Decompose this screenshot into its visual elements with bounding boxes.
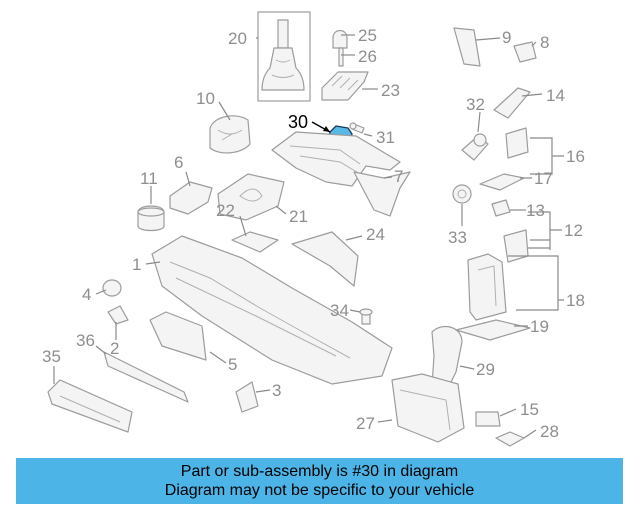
- callout-33: 33: [448, 228, 467, 247]
- part-17-rail: [479, 173, 525, 191]
- part-18-panel: [467, 253, 507, 321]
- part-19-tray: [455, 319, 531, 341]
- part-20-shift-boot-inset: [257, 11, 311, 102]
- part-34-bolt: [359, 308, 373, 325]
- part-4-knob: [102, 279, 122, 297]
- info-banner: Part or sub-assembly is #30 in diagram D…: [16, 458, 623, 504]
- callout-10: 10: [196, 89, 215, 108]
- callout-14: 14: [546, 86, 565, 105]
- part-22-plate: [231, 231, 279, 253]
- callout-1: 1: [132, 255, 141, 274]
- callout-23: 23: [381, 81, 400, 100]
- callout-25: 25: [358, 26, 377, 45]
- part-2-clip: [107, 305, 129, 325]
- part-21-boot-frame: [217, 173, 285, 221]
- callout-34: 34: [330, 301, 349, 320]
- callout-19: 19: [530, 317, 549, 336]
- part-33-switch: [452, 184, 472, 204]
- callout-30-highlighted: 30: [288, 112, 308, 132]
- callout-17: 17: [534, 169, 553, 188]
- leader-lines: [53, 34, 564, 439]
- part-25-shift-knob: [332, 29, 348, 67]
- part-11-cup: [137, 205, 165, 232]
- banner-line-part-number: Part or sub-assembly is #30 in diagram: [180, 463, 459, 480]
- callout-5: 5: [228, 355, 237, 374]
- part-3-bracket: [235, 381, 259, 413]
- part-35-trim: [47, 379, 133, 433]
- part-23-shift-plate: [321, 71, 369, 101]
- callout-20: 20: [228, 29, 247, 48]
- part-1-console-body: [151, 235, 393, 385]
- callout-2: 2: [110, 339, 119, 358]
- callout-36: 36: [76, 331, 95, 350]
- callout-9: 9: [502, 28, 511, 47]
- part-console-upper: [271, 131, 401, 187]
- callout-11: 11: [140, 169, 158, 188]
- part-28-clip: [495, 431, 525, 447]
- callout-18: 18: [566, 291, 585, 310]
- part-16-module: [505, 127, 529, 159]
- part-15-pad: [475, 411, 501, 427]
- part-31-screw: [349, 122, 365, 134]
- callout-8: 8: [540, 33, 549, 52]
- callout-22: 22: [216, 201, 235, 220]
- callout-15: 15: [520, 400, 539, 419]
- callout-27: 27: [356, 414, 375, 433]
- callout-31: 31: [376, 128, 395, 147]
- part-36-trim: [103, 351, 189, 403]
- callout-28: 28: [540, 422, 559, 441]
- callout-32: 32: [466, 95, 485, 114]
- callout-6: 6: [174, 153, 183, 172]
- callout-7: 7: [394, 167, 403, 186]
- callout-12: 12: [564, 221, 583, 240]
- callout-labels: 20 25 26 23 10 30 31 6 7 11 22 21 24 1 4…: [42, 26, 585, 441]
- part-6-panel: [169, 181, 213, 215]
- callout-4: 4: [82, 285, 91, 304]
- part-32-switch: [461, 133, 489, 161]
- part-5-pad: [149, 311, 207, 361]
- callout-13: 13: [526, 201, 545, 220]
- banner-line-disclaimer: Diagram may not be specific to your vehi…: [164, 482, 475, 499]
- callout-26: 26: [358, 47, 377, 66]
- part-24-rail: [291, 231, 359, 287]
- part-27-storage: [391, 373, 465, 443]
- part-12-module: [503, 229, 529, 263]
- callout-29: 29: [476, 360, 495, 379]
- part-14-strip: [493, 87, 531, 119]
- part-8-clip: [513, 41, 537, 63]
- callout-35: 35: [42, 347, 61, 366]
- callout-3: 3: [272, 381, 281, 400]
- part-10-bezel: [209, 115, 251, 154]
- callout-16: 16: [566, 147, 585, 166]
- part-9-panel: [453, 27, 481, 67]
- callout-24: 24: [366, 225, 385, 244]
- part-13-clip: [491, 199, 511, 217]
- callout-21: 21: [289, 207, 308, 226]
